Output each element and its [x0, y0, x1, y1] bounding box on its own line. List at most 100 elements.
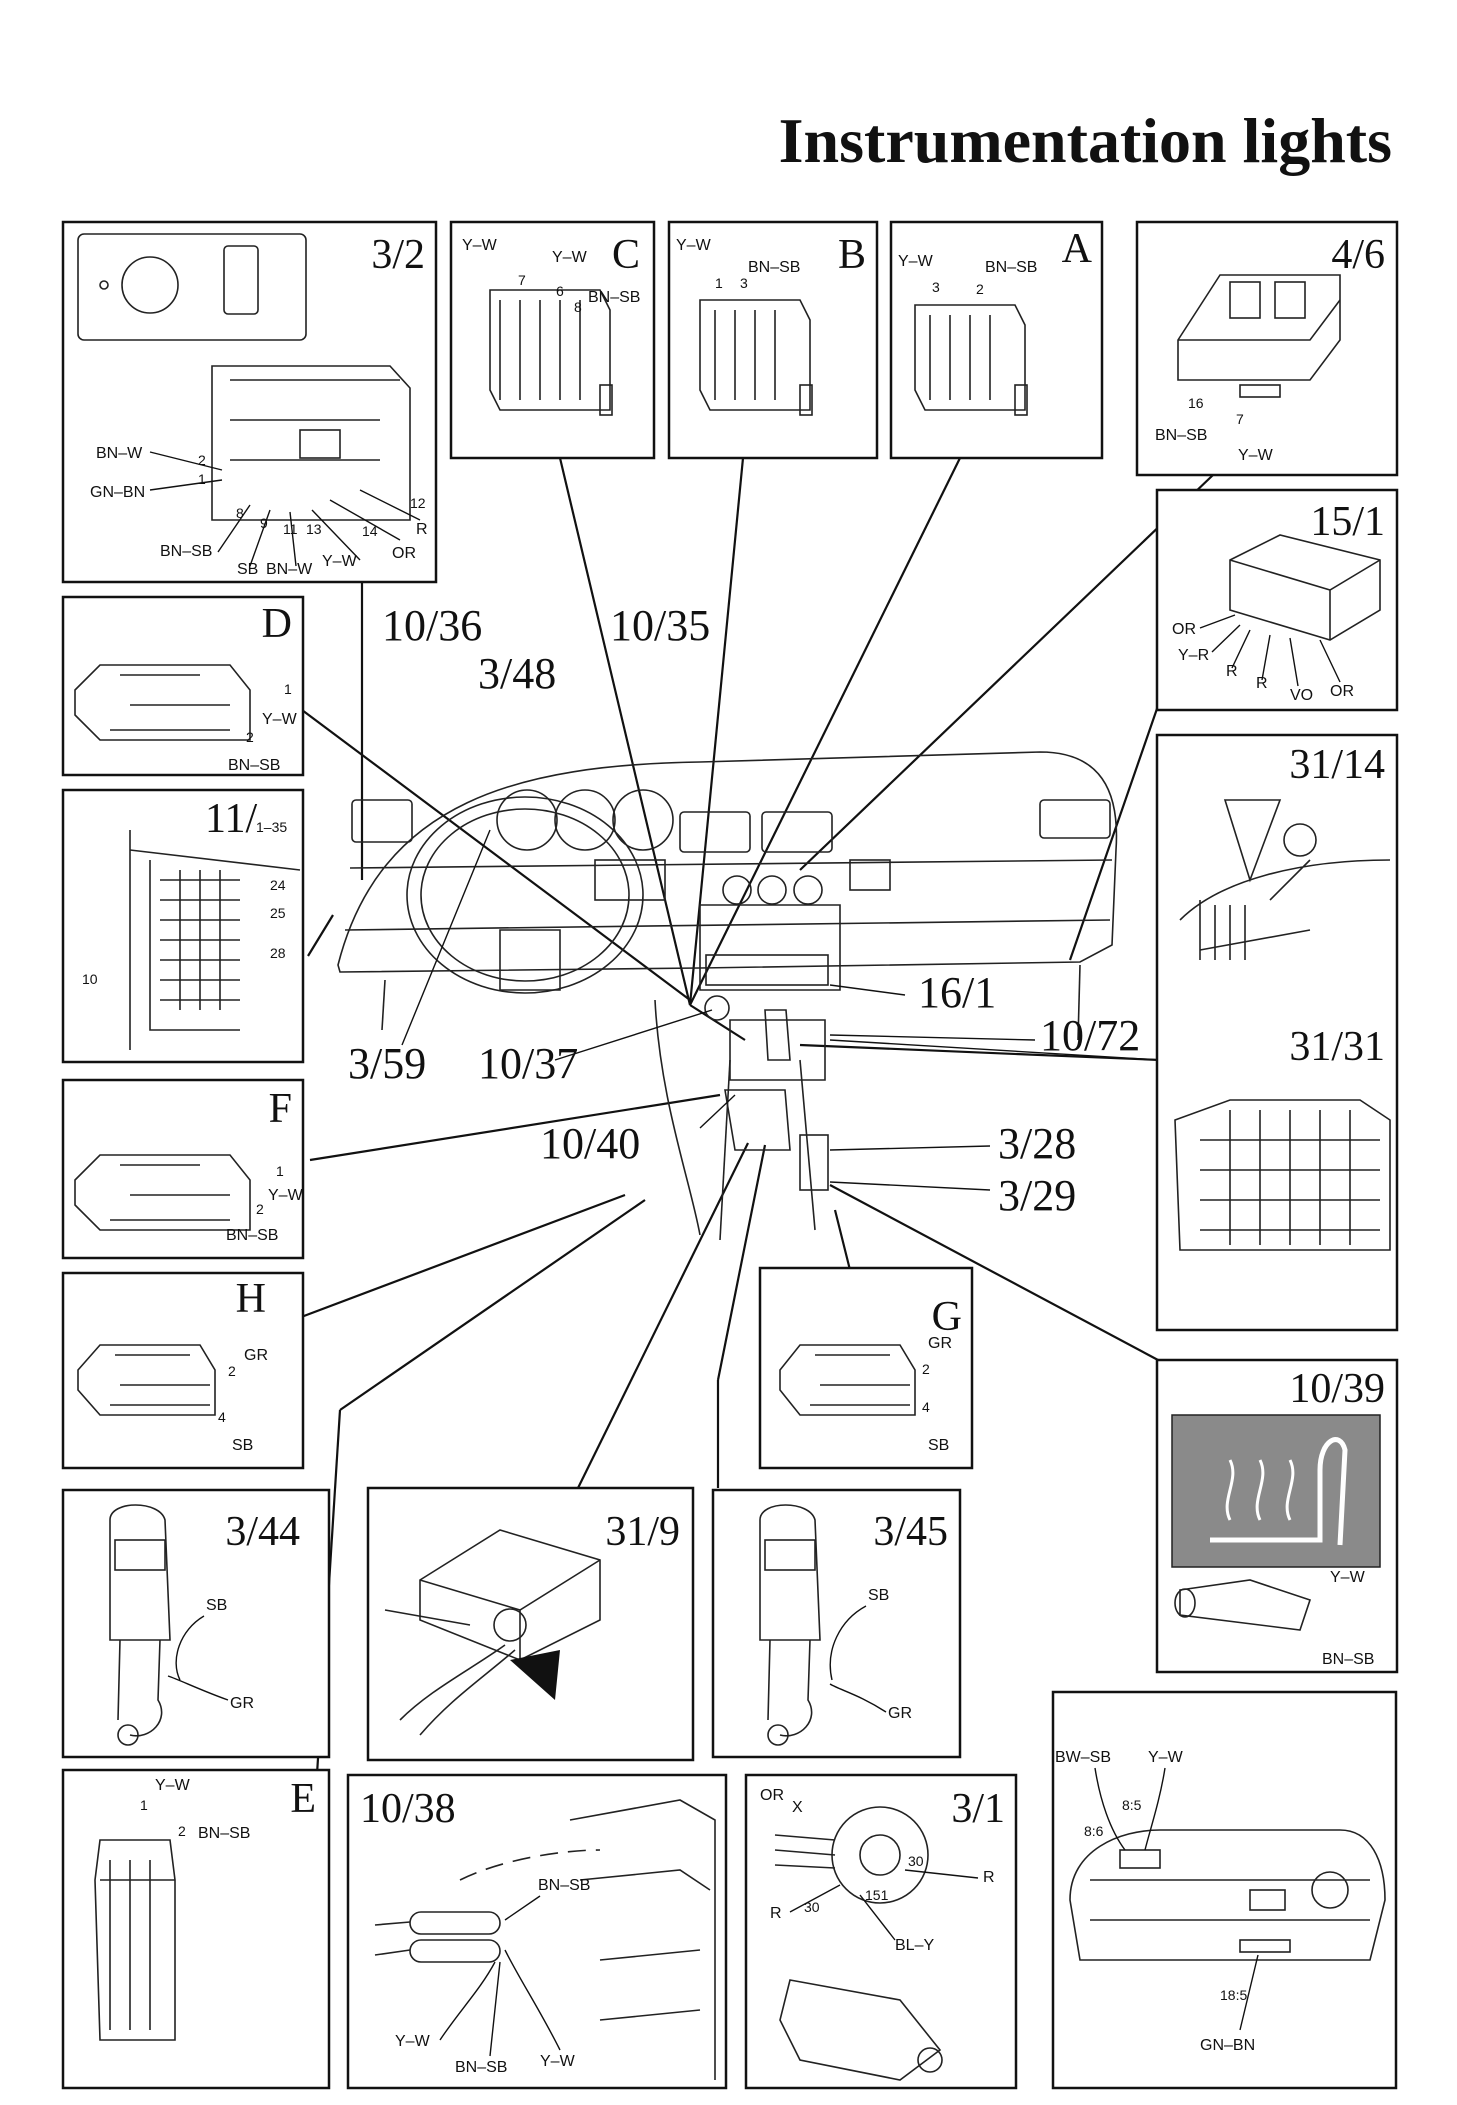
panel-15-1: 15/1 OR Y–R R R VO OR [1155, 488, 1399, 712]
svg-text:7: 7 [518, 272, 526, 288]
svg-text:24: 24 [270, 877, 286, 893]
panel-10-38: 10/38 BN–SB Y–W BN–SB Y–W [346, 1773, 728, 2090]
svg-text:4: 4 [218, 1409, 226, 1425]
svg-text:1–35: 1–35 [256, 819, 287, 835]
svg-text:BW–SB: BW–SB [1055, 1749, 1111, 1766]
svg-text:BN–SB: BN–SB [1155, 427, 1207, 444]
svg-text:BN–SB: BN–SB [538, 1877, 590, 1894]
ref-3-29: 3/29 [998, 1171, 1076, 1220]
svg-text:15/1: 15/1 [1310, 499, 1385, 545]
svg-text:8: 8 [236, 505, 244, 521]
svg-text:151: 151 [865, 1887, 889, 1903]
svg-text:GN–BN: GN–BN [1200, 2037, 1255, 2054]
svg-text:Y–W: Y–W [1330, 1569, 1366, 1586]
svg-text:30: 30 [908, 1853, 924, 1869]
svg-text:16: 16 [1188, 395, 1204, 411]
ref-10-72: 10/72 [1040, 1011, 1140, 1060]
svg-text:BN–SB: BN–SB [985, 259, 1037, 276]
svg-text:Y–W: Y–W [540, 2053, 576, 2070]
svg-text:GN–BN: GN–BN [90, 484, 145, 501]
svg-text:R: R [1226, 663, 1238, 680]
svg-text:3/1: 3/1 [951, 1786, 1005, 1832]
svg-text:BN–SB: BN–SB [748, 259, 800, 276]
svg-text:4/6: 4/6 [1331, 232, 1385, 278]
panel-11: 11/ 1–35 24 25 28 10 [61, 788, 305, 1064]
svg-text:OR: OR [392, 545, 416, 562]
panel-A: A Y–W BN–SB 3 2 [889, 220, 1104, 460]
panel-3-1: 3/1 OR X R R BL–Y 30 30 151 [744, 1773, 1018, 2090]
ref-3-48: 3/48 [478, 649, 556, 698]
svg-text:BN–SB: BN–SB [226, 1227, 278, 1244]
panel-F: F Y–W BN–SB 1 2 [61, 1078, 305, 1260]
svg-text:8: 8 [574, 299, 582, 315]
panel-instrument-cluster: BW–SB Y–W GN–BN 8:6 8:5 18:5 [1051, 1690, 1398, 2090]
svg-text:BN–SB: BN–SB [455, 2059, 507, 2076]
svg-text:OR: OR [1172, 621, 1196, 638]
svg-text:R: R [983, 1869, 995, 1886]
svg-text:OR: OR [760, 1787, 784, 1804]
panel-10-39: 10/39 Y–W BN–SB [1155, 1358, 1399, 1674]
svg-text:25: 25 [270, 905, 286, 921]
svg-text:BN–W: BN–W [266, 561, 313, 578]
panel-4-6: 4/6 BN–SB Y–W 16 7 [1135, 220, 1399, 477]
svg-text:6: 6 [556, 283, 564, 299]
panel-31-9: 31/9 [366, 1486, 695, 1762]
panel-H: H GR SB 2 4 [61, 1271, 305, 1470]
svg-text:2: 2 [976, 281, 984, 297]
panel-D: D Y–W BN–SB 1 2 [61, 595, 305, 777]
svg-text:28: 28 [270, 945, 286, 961]
svg-text:10/38: 10/38 [360, 1786, 456, 1832]
svg-text:Y–W: Y–W [1148, 1749, 1184, 1766]
svg-text:VO: VO [1290, 687, 1313, 704]
svg-text:Y–W: Y–W [262, 711, 298, 728]
svg-text:3/45: 3/45 [873, 1509, 948, 1555]
panel-C: C Y–W Y–W BN–SB 7 6 8 [449, 220, 656, 460]
svg-text:G: G [932, 1294, 962, 1340]
svg-text:BN–SB: BN–SB [228, 757, 280, 774]
svg-text:GR: GR [928, 1335, 952, 1352]
svg-text:R: R [770, 1905, 782, 1922]
svg-text:4: 4 [922, 1399, 930, 1415]
svg-text:SB: SB [868, 1587, 889, 1604]
ref-10-40: 10/40 [540, 1119, 640, 1168]
svg-text:F: F [269, 1086, 292, 1132]
svg-text:1: 1 [276, 1163, 284, 1179]
svg-text:2: 2 [198, 452, 206, 468]
svg-text:1: 1 [198, 471, 206, 487]
svg-text:BN–SB: BN–SB [1322, 1651, 1374, 1668]
svg-text:10/39: 10/39 [1289, 1366, 1385, 1412]
page-title: Instrumentation lights [779, 105, 1392, 176]
panel-31-14: 31/14 31/31 [1155, 733, 1399, 1332]
svg-text:11: 11 [283, 521, 298, 537]
svg-text:30: 30 [804, 1899, 820, 1915]
svg-text:SB: SB [232, 1437, 253, 1454]
svg-text:Y–W: Y–W [898, 253, 934, 270]
svg-text:Y–W: Y–W [395, 2033, 431, 2050]
dashboard-drawing [337, 751, 1118, 1241]
svg-text:2: 2 [228, 1363, 236, 1379]
panel-31-31-label: 31/31 [1289, 1024, 1385, 1070]
svg-text:8:6: 8:6 [1084, 1823, 1104, 1839]
svg-text:1: 1 [715, 275, 723, 291]
svg-text:Y–R: Y–R [1178, 647, 1209, 664]
ref-3-59: 3/59 [348, 1039, 426, 1088]
svg-text:GR: GR [888, 1705, 912, 1722]
svg-text:GR: GR [230, 1695, 254, 1712]
svg-text:3/44: 3/44 [225, 1509, 300, 1555]
svg-text:18:5: 18:5 [1220, 1987, 1247, 2003]
svg-text:Y–W: Y–W [1238, 447, 1274, 464]
svg-text:8:5: 8:5 [1122, 1797, 1142, 1813]
svg-text:11/: 11/ [205, 796, 257, 842]
svg-text:31/9: 31/9 [605, 1509, 680, 1555]
svg-text:3: 3 [740, 275, 748, 291]
svg-text:Y–W: Y–W [462, 237, 498, 254]
svg-text:SB: SB [206, 1597, 227, 1614]
center-labels: 10/36 10/35 3/48 16/1 10/72 3/59 10/37 1… [348, 601, 1161, 1220]
ref-10-36: 10/36 [382, 601, 482, 650]
svg-text:1: 1 [284, 681, 292, 697]
svg-text:SB: SB [928, 1437, 949, 1454]
svg-text:2: 2 [256, 1201, 264, 1217]
panel-3-44: 3/44 SB GR [61, 1488, 331, 1759]
svg-text:BN–W: BN–W [96, 445, 143, 462]
